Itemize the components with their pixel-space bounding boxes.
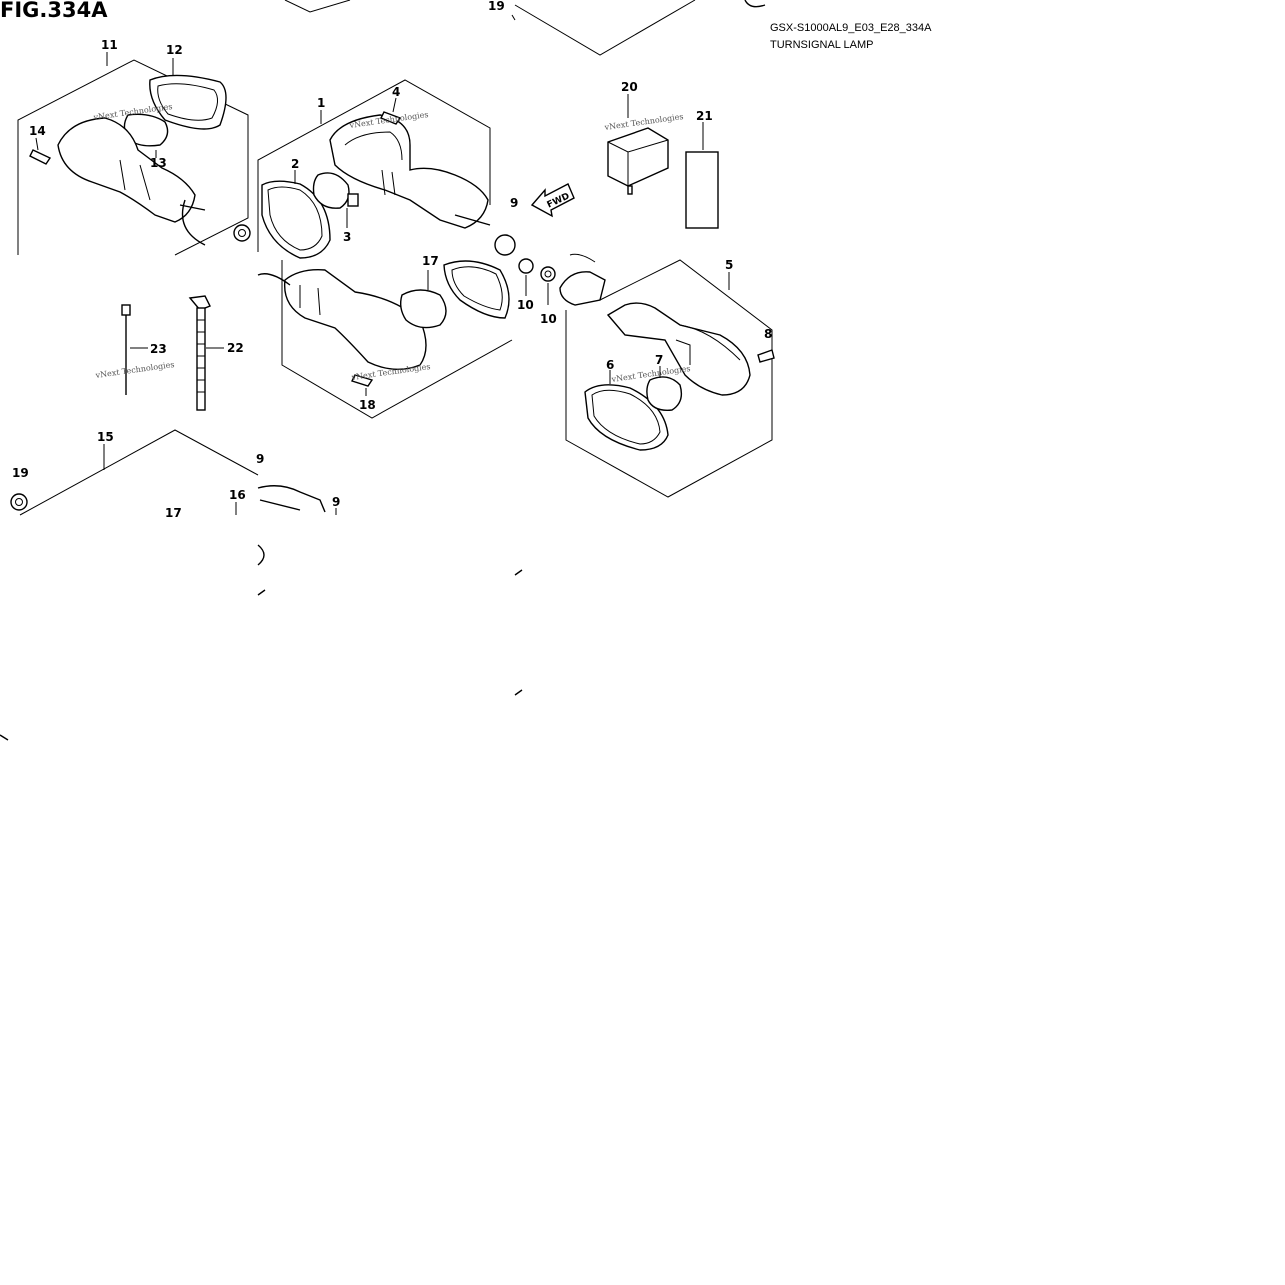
callout-11: 11: [101, 38, 118, 52]
callout-9-top: 9: [510, 196, 518, 210]
assembly-box-11: [17, 52, 251, 256]
callout-17-bottom: 17: [165, 506, 182, 520]
callout-3: 3: [343, 230, 351, 244]
fwd-direction-arrow: FWD: [530, 183, 575, 218]
callout-12: 12: [166, 43, 183, 57]
callout-20: 20: [621, 80, 638, 94]
cable-tie-23: [121, 304, 148, 395]
top-clipped-fragments: [284, 0, 766, 56]
callout-22: 22: [227, 341, 244, 355]
flasher-relay-20: [607, 94, 669, 195]
callout-2: 2: [291, 157, 299, 171]
callout-7: 7: [655, 353, 663, 367]
assembly-box-15: [0, 429, 523, 741]
assembly-box-1: [257, 79, 516, 259]
watermark-4: vNext Technologies: [94, 360, 175, 380]
callout-1: 1: [317, 96, 325, 110]
assembly-box-lower-center: [257, 258, 534, 419]
callout-23: 23: [150, 342, 167, 356]
callout-17-center: 17: [422, 254, 439, 268]
callout-5: 5: [725, 258, 733, 272]
callout-21: 21: [696, 109, 713, 123]
figure-title: FIG.334A: [0, 0, 108, 22]
callout-14: 14: [29, 124, 46, 138]
diagram-subtitle: TURNSIGNAL LAMP: [770, 39, 874, 51]
callout-13: 13: [150, 156, 167, 170]
callout-19-top: 19: [488, 0, 505, 13]
callout-10-right: 10: [540, 312, 557, 326]
callout-10-left: 10: [517, 298, 534, 312]
model-code: GSX-S1000AL9_E03_E28_334A: [770, 22, 932, 34]
callout-6: 6: [606, 358, 614, 372]
callout-15: 15: [97, 430, 114, 444]
part-21: [685, 122, 719, 229]
callout-19-bottom: 19: [12, 466, 29, 480]
callout-18: 18: [359, 398, 376, 412]
callout-4: 4: [392, 85, 400, 99]
callout-16: 16: [229, 488, 246, 502]
callout-9-left: 9: [256, 452, 264, 466]
callout-8: 8: [764, 327, 772, 341]
callout-9-right: 9: [332, 495, 340, 509]
cable-tie-22: [188, 295, 224, 411]
assembly-box-5: [540, 253, 775, 498]
